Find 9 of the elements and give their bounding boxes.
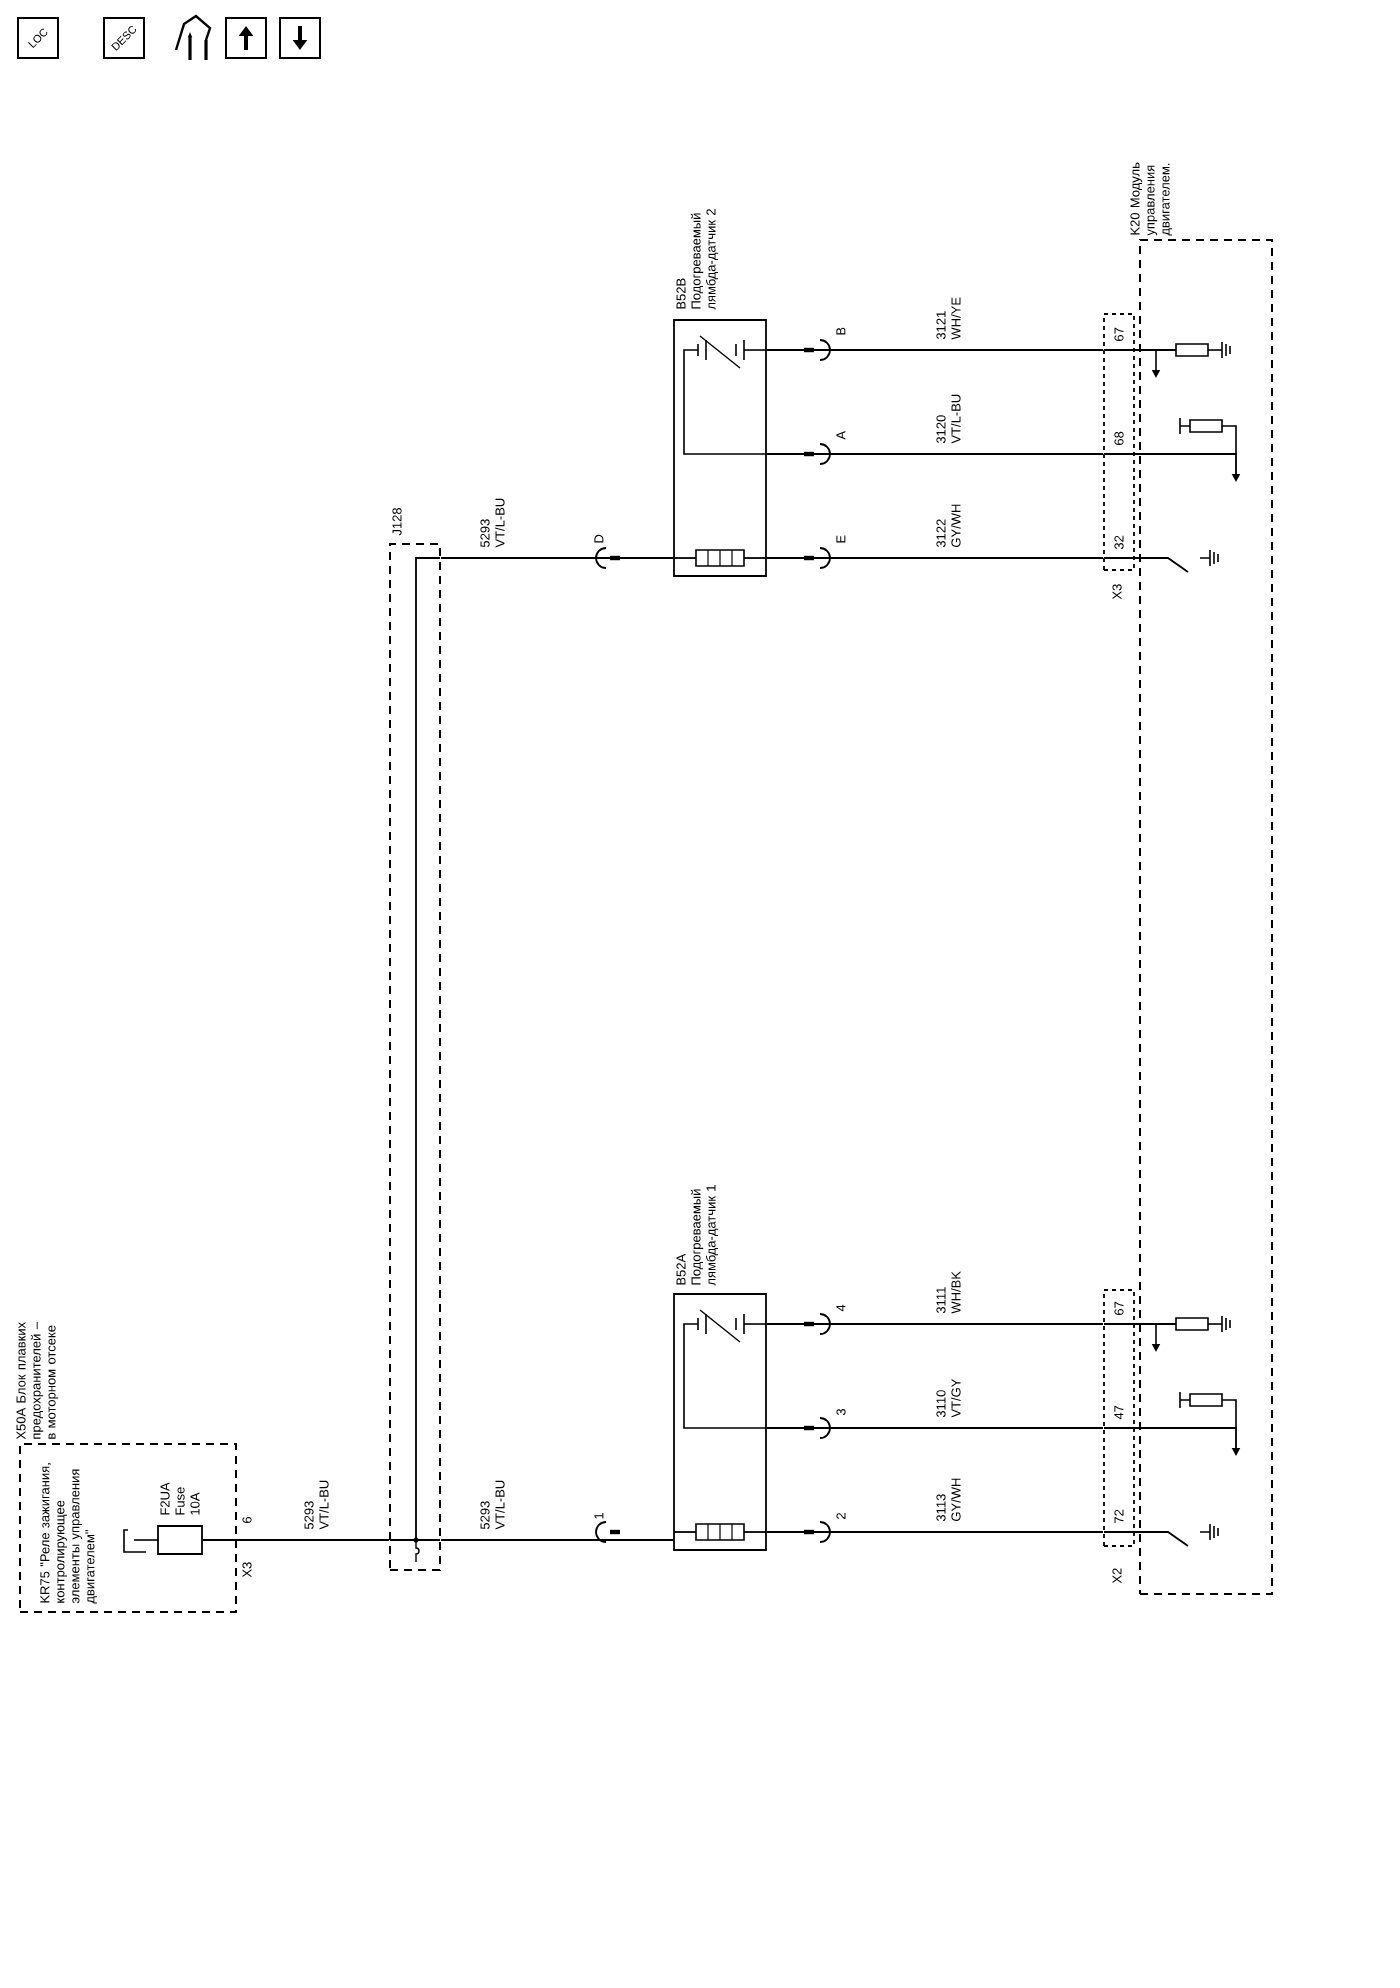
wire: [766, 453, 1104, 455]
wire: [766, 557, 1104, 559]
wire: [440, 557, 674, 559]
wire: [766, 349, 1104, 351]
wire: [766, 1427, 1104, 1429]
wire: [440, 1539, 674, 1541]
wire: [766, 1531, 1104, 1533]
wire: [766, 1323, 1104, 1325]
wire: [202, 1539, 390, 1541]
